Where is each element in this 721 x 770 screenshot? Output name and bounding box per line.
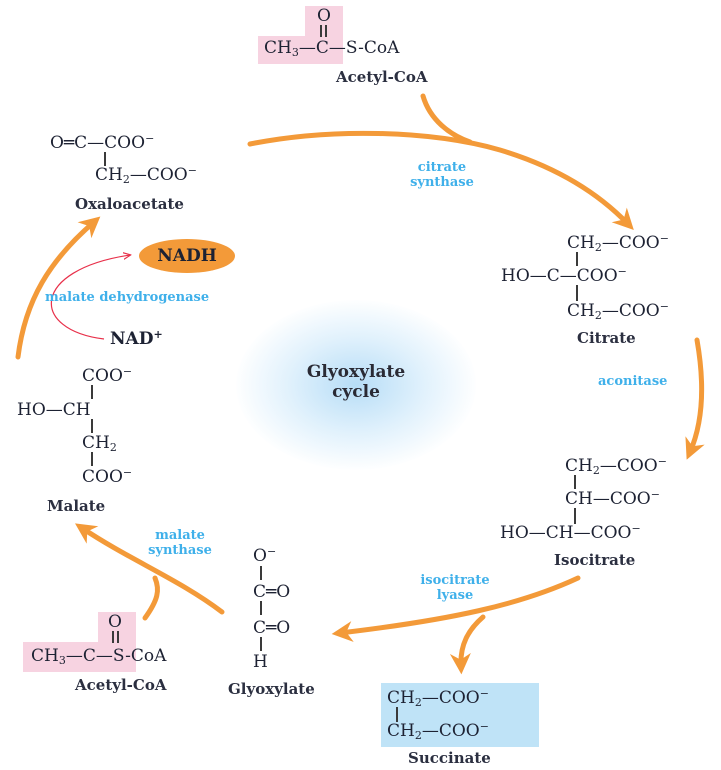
acetyl-top-highlight-ch3 [258,36,343,64]
glyoxylate-line3: C═O [253,618,291,638]
malate-line1: COO− [82,365,133,386]
arrow-acetylcoa-join-top [420,93,473,145]
oxaloacetate-line1: O═C—COO− [50,132,155,153]
acetyl-coa-top-name: Acetyl-CoA [336,68,428,86]
glyoxylate-bond-1 [260,566,262,580]
malate-bond-2 [91,419,93,433]
glyoxylate-line2: C═O [253,582,291,602]
acetyl-top-double-bond-a [320,25,322,37]
citrate-bond-2 [576,285,578,301]
glyoxylate-line1: O− [253,545,277,566]
arrow-malate-synthase [75,523,225,615]
malate-line2: HO—CH [17,400,91,420]
oxaloacetate-bond [104,152,106,166]
arrow-nad-to-nadh [50,255,130,340]
malate-bond-1 [91,385,93,399]
cycle-center-glow [236,300,476,470]
citrate-name: Citrate [577,329,636,347]
oxaloacetate-name: Oxaloacetate [75,195,184,213]
isocitrate-line1: CH2—COO− [565,455,667,477]
arrow-aconitase [685,337,705,460]
enzyme-malate-dehydrogenase: malate dehydrogenase [45,290,210,305]
succinate-bond [396,707,398,722]
succinate-name: Succinate [408,749,491,767]
malate-line3: CH2 [82,433,117,454]
cycle-title: Glyoxylate cycle [276,362,436,402]
glyoxylate-name: Glyoxylate [228,680,315,698]
isocitrate-name: Isocitrate [554,551,636,569]
arrow-acetylcoa-join-bottom [142,575,160,621]
glyoxylate-bond-2 [260,601,262,615]
arrow-to-succinate [449,614,486,675]
succinate-highlight [381,683,539,747]
acetyl-bottom-highlight-ch3 [23,642,136,672]
citrate-line3: CH2—COO− [567,300,669,322]
glyoxylate-bond-3 [260,637,262,651]
citrate-line1: CH2—COO− [567,232,669,254]
acetyl-bottom-formula: CH3—C—S-CoA [31,646,167,667]
cycle-title-line2: cycle [332,382,380,402]
arrow-isocitrate-lyase [331,575,581,642]
arrow-citrate-synthase [247,130,634,231]
enzyme-aconitase: aconitase [598,374,668,389]
malate-name: Malate [47,497,106,515]
isocitrate-line2: CH—COO− [565,488,660,509]
citrate-bond-1 [576,252,578,266]
isocitrate-bond-2 [574,508,576,524]
acetyl-coa-bottom-name: Acetyl-CoA [75,676,167,694]
acetyl-bottom-o: O [108,612,122,632]
malate-bond-3 [91,452,93,466]
isocitrate-line3: HO—CH—COO− [500,522,641,543]
glyoxylate-line4: H [253,652,268,672]
oxaloacetate-line2: CH2—COO− [95,164,197,186]
citrate-line2: HO—C—COO− [501,265,627,286]
acetyl-top-o: O [317,6,331,26]
malate-line4: COO− [82,466,133,487]
succinate-line1: CH2—COO− [387,687,489,709]
succinate-line2: CH2—COO− [387,720,489,742]
acetyl-top-double-bond-b [325,25,327,37]
nad-plus-label: NAD+ [110,328,163,349]
isocitrate-bond-1 [574,475,576,489]
acetyl-bottom-double-bond-a [112,631,114,643]
acetyl-top-formula: CH3—C—S-CoA [264,38,400,59]
cycle-title-line1: Glyoxylate [306,362,406,382]
nadh-badge: NADH [139,239,235,273]
arrow-malate-dehydrogenase [15,216,101,360]
acetyl-bottom-double-bond-b [117,631,119,643]
